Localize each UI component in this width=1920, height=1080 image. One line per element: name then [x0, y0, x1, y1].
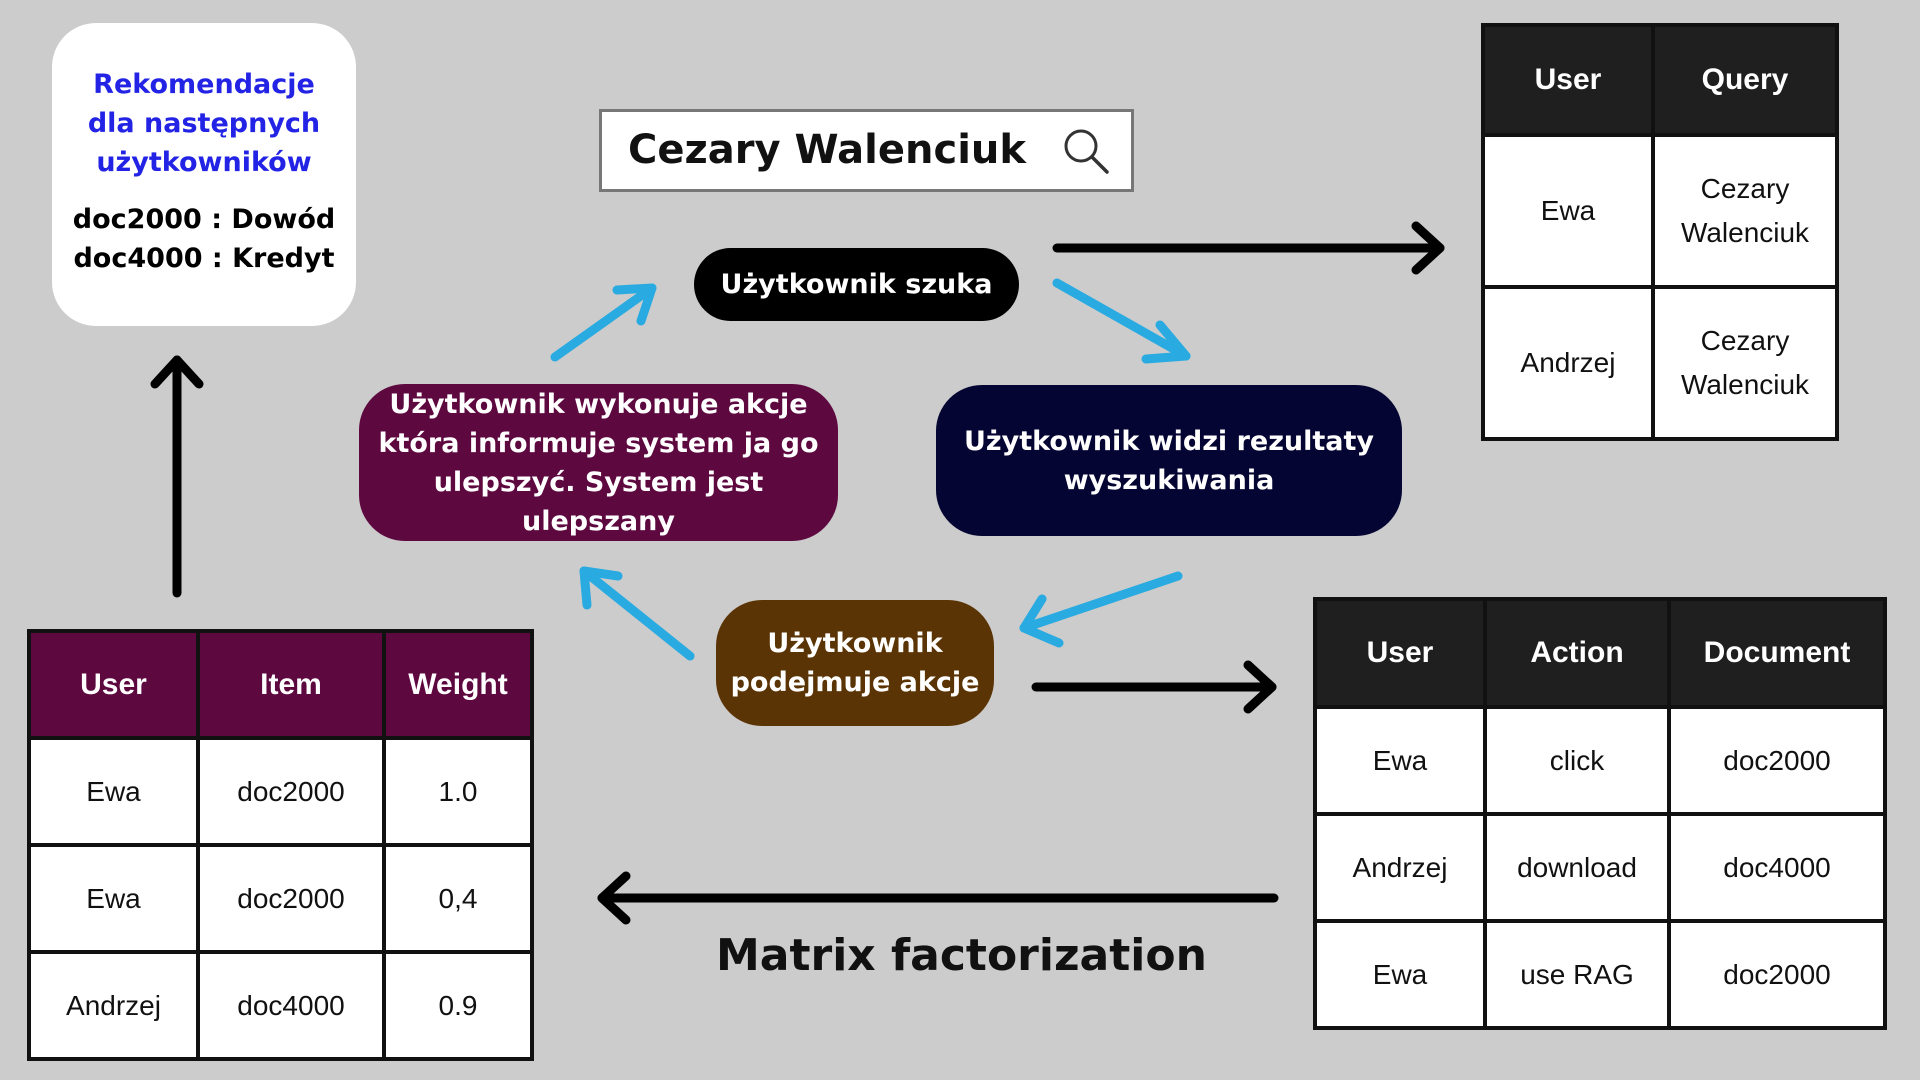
step-label-line: Użytkownik wykonuje akcje: [389, 388, 808, 420]
cell-line: Cezary: [1700, 325, 1790, 356]
step-label-line: podejmuje akcje: [730, 667, 980, 698]
table-cell: 1.0: [382, 736, 534, 847]
column-header: Document: [1667, 597, 1887, 709]
recommendation-item: doc4000 : Kredyt: [73, 243, 335, 274]
table-cell: Cezary Walenciuk: [1651, 285, 1839, 441]
arrow-to-query-table: [1052, 221, 1445, 275]
step-user-sees-results: Użytkownik widzi rezultaty wyszukiwania: [936, 385, 1402, 536]
magnifier-icon[interactable]: [1061, 126, 1111, 176]
table-cell: Ewa: [1481, 133, 1655, 289]
arrow-results-to-action: [1019, 571, 1183, 648]
table-cell: Andrzej: [27, 950, 200, 1061]
table-row: Ewa use RAG doc2000: [1313, 919, 1887, 1030]
column-header: Item: [196, 629, 386, 740]
table-cell: Cezary Walenciuk: [1651, 133, 1839, 289]
table-cell: Ewa: [27, 736, 200, 847]
table-cell: Ewa: [27, 843, 200, 954]
arrow-search-to-results: [1052, 278, 1191, 364]
table-row: Andrzej doc4000 0.9: [27, 950, 534, 1061]
recommendations-title-line: użytkowników: [96, 147, 312, 178]
table-row: Ewa doc2000 0,4: [27, 843, 534, 954]
table-header-row: User Query: [1481, 23, 1839, 137]
table-row: Ewa click doc2000: [1313, 705, 1887, 816]
step-label-line: Użytkownik: [767, 628, 943, 659]
table-row: Ewa doc2000 1.0: [27, 736, 534, 847]
table-cell: doc2000: [1667, 705, 1887, 816]
actions-log-table: User Action Document Ewa click doc2000 A…: [1313, 597, 1887, 1030]
table-cell: Ewa: [1313, 919, 1487, 1030]
table-cell: doc2000: [1667, 919, 1887, 1030]
arrow-improve-to-search: [550, 283, 657, 362]
arrow-to-recommendations: [150, 355, 204, 598]
arrow-action-to-improve: [579, 566, 695, 661]
table-cell: use RAG: [1483, 919, 1671, 1030]
column-header: User: [1313, 597, 1487, 709]
column-header: Weight: [382, 629, 534, 740]
table-cell: doc2000: [196, 736, 386, 847]
step-label-line: która informuje system ja go: [378, 427, 819, 459]
matrix-factorization-label: Matrix factorization: [716, 930, 1207, 981]
arrow-matrix-factorization: [597, 871, 1279, 925]
table-cell: download: [1483, 812, 1671, 923]
recommendations-title-line: Rekomendacje: [93, 69, 315, 100]
table-header-row: User Action Document: [1313, 597, 1887, 709]
step-label-line: ulepszyć. System jest ulepszany: [433, 466, 764, 537]
table-cell: doc4000: [196, 950, 386, 1061]
column-header: User: [1481, 23, 1655, 137]
table-cell: doc2000: [196, 843, 386, 954]
table-cell: doc4000: [1667, 812, 1887, 923]
table-cell: Andrzej: [1481, 285, 1655, 441]
cell-line: Walenciuk: [1680, 217, 1810, 248]
step-user-takes-action: Użytkownik podejmuje akcje: [716, 600, 994, 726]
table-row: Andrzej download doc4000: [1313, 812, 1887, 923]
table-row: Andrzej Cezary Walenciuk: [1481, 285, 1839, 441]
weights-table: User Item Weight Ewa doc2000 1.0 Ewa doc…: [27, 629, 534, 1061]
query-log-table: User Query Ewa Cezary Walenciuk Andrzej …: [1481, 23, 1839, 441]
table-cell: click: [1483, 705, 1671, 816]
column-header: User: [27, 629, 200, 740]
cell-line: Cezary: [1700, 173, 1790, 204]
recommendations-card: Rekomendacje dla następnych użytkowników…: [52, 23, 356, 326]
column-header: Action: [1483, 597, 1671, 709]
cell-line: Walenciuk: [1680, 369, 1810, 400]
table-header-row: User Item Weight: [27, 629, 534, 740]
table-cell: Andrzej: [1313, 812, 1487, 923]
recommendation-item: doc2000 : Dowód: [72, 204, 336, 235]
column-header: Query: [1651, 23, 1839, 137]
search-box[interactable]: Cezary Walenciuk: [599, 109, 1134, 192]
table-cell: 0.9: [382, 950, 534, 1061]
table-cell: Ewa: [1313, 705, 1487, 816]
table-cell: 0,4: [382, 843, 534, 954]
step-label-line: wyszukiwania: [1063, 464, 1275, 496]
step-label: Użytkownik szuka: [720, 269, 993, 300]
step-label-line: Użytkownik widzi rezultaty: [963, 425, 1375, 457]
step-user-searches: Użytkownik szuka: [694, 248, 1019, 321]
arrow-to-actions-table: [1031, 660, 1277, 714]
step-system-improves: Użytkownik wykonuje akcje która informuj…: [359, 384, 838, 541]
table-row: Ewa Cezary Walenciuk: [1481, 133, 1839, 289]
search-query-text: Cezary Walenciuk: [628, 127, 1026, 173]
recommendations-title-line: dla następnych: [87, 108, 321, 139]
